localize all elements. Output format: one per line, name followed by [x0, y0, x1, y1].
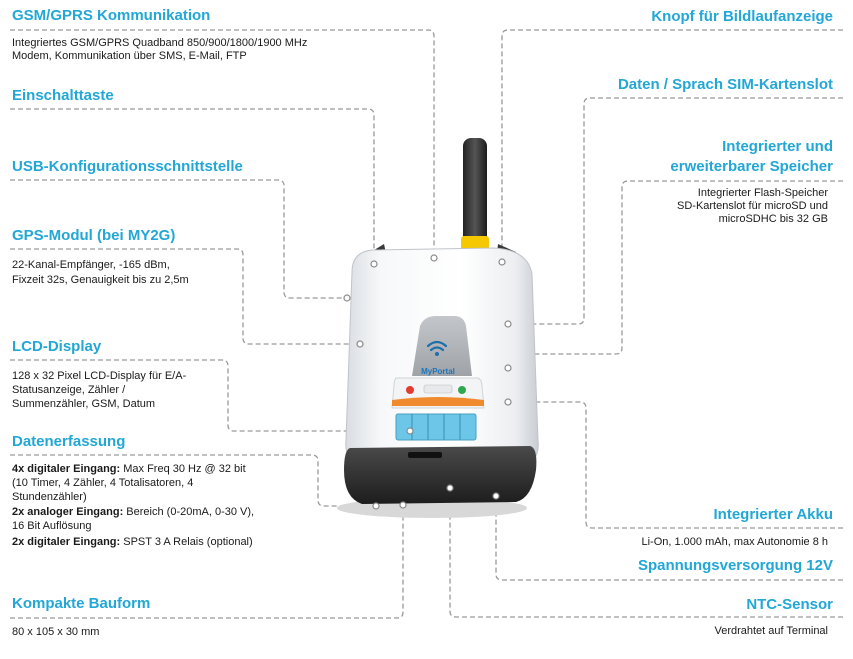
status-led-green — [458, 386, 466, 394]
speicher-desc-3: microSDHC bis 32 GB — [718, 213, 828, 225]
usb-slot — [408, 452, 442, 458]
leader-daten — [10, 454, 375, 507]
heading-strom: Spannungsversorgung 12V — [637, 557, 833, 574]
leader-bauform — [10, 506, 404, 619]
heading-speicher-2: erweiterbarer Speicher — [670, 158, 833, 175]
point-gsm — [430, 254, 438, 262]
daten-line-5: 16 Bit Auflösung — [12, 520, 92, 532]
ntc-desc: Verdrahtet auf Terminal — [714, 625, 828, 637]
heading-sim: Daten / Sprach SIM-Kartenslot — [617, 76, 833, 93]
akku-desc: Li-On, 1.000 mAh, max Autonomie 8 h — [641, 536, 829, 548]
device-base — [344, 446, 537, 504]
lcd-screen — [395, 413, 477, 441]
heading-gps: GPS-Modul (bei MY2G) — [12, 227, 176, 244]
daten-line-1: 4x digitaler Eingang: Max Freq 30 Hz @ 3… — [12, 463, 246, 475]
leader-strom — [495, 497, 843, 581]
lcd-desc-3: Summenzähler, GSM, Datum — [12, 398, 156, 410]
display-panel — [412, 316, 472, 376]
daten-line-3: Stundenzähler) — [12, 491, 87, 503]
heading-bauform: Kompakte Bauform — [12, 595, 151, 612]
gps-desc-1: 22-Kanal-Empfänger, -165 dBm, — [12, 259, 170, 271]
point-einschalt — [370, 260, 378, 268]
wifi-icon — [426, 340, 448, 352]
antenna — [463, 138, 487, 246]
leader-speicher — [508, 180, 843, 355]
point-bauform — [399, 501, 407, 509]
point-akku — [504, 398, 512, 406]
leader-knopf — [501, 29, 843, 262]
heading-usb: USB-Konfigurationsschnittstelle — [12, 158, 243, 175]
gps-desc-2: Fixzeit 32s, Genauigkeit bis zu 2,5m — [12, 274, 189, 286]
leader-einschalt — [10, 108, 375, 262]
point-usb — [343, 294, 351, 302]
heading-ntc: NTC-Sensor — [746, 596, 833, 613]
heading-speicher-1: Integrierter und — [722, 138, 833, 155]
orange-band — [392, 397, 484, 406]
leader-gsm — [10, 29, 435, 256]
heading-akku: Integrierter Akku — [713, 506, 833, 523]
heading-gsm: GSM/GPRS Kommunikation — [12, 7, 211, 24]
center-label — [423, 384, 453, 394]
leader-lcd — [10, 359, 408, 432]
point-gps — [356, 340, 364, 348]
daten-line-4: 2x analoger Eingang: Bereich (0-20mA, 0-… — [12, 506, 255, 518]
heading-lcd: LCD-Display — [12, 338, 102, 355]
leader-sim — [508, 97, 843, 325]
bauform-desc: 80 x 105 x 30 mm — [12, 626, 100, 638]
point-lcd — [406, 427, 414, 435]
speicher-desc-1: Integrierter Flash-Speicher — [697, 187, 828, 199]
heading-knopf: Knopf für Bildlaufanzeige — [651, 8, 833, 25]
lcd-desc-1: 128 x 32 Pixel LCD-Display für E/A- — [12, 370, 187, 382]
status-led-red — [406, 386, 414, 394]
leader-ntc — [449, 489, 843, 618]
point-knopf — [498, 258, 506, 266]
point-speicher — [504, 364, 512, 372]
heading-datenerfassung: Datenerfassung — [12, 433, 126, 450]
lcd-desc-2: Statusanzeige, Zähler / — [12, 384, 126, 396]
point-ntc — [446, 484, 454, 492]
heading-einschalt: Einschalttaste — [12, 87, 114, 104]
speicher-desc-2: SD-Kartenslot für microSD und — [677, 200, 828, 212]
gsm-desc-1: Integriertes GSM/GPRS Quadband 850/900/1… — [12, 37, 308, 49]
point-sim — [504, 320, 512, 328]
brand-logo: MyPortal — [421, 367, 455, 376]
leader-usb — [10, 179, 346, 299]
gsm-desc-2: Modem, Kommunikation über SMS, E-Mail, F… — [12, 50, 247, 62]
daten-line-6: 2x digitaler Eingang: SPST 3 A Relais (o… — [12, 536, 253, 548]
point-daten — [372, 502, 380, 510]
daten-line-2: (10 Timer, 4 Zähler, 4 Totalisatoren, 4 — [12, 477, 194, 489]
point-strom — [492, 492, 500, 500]
